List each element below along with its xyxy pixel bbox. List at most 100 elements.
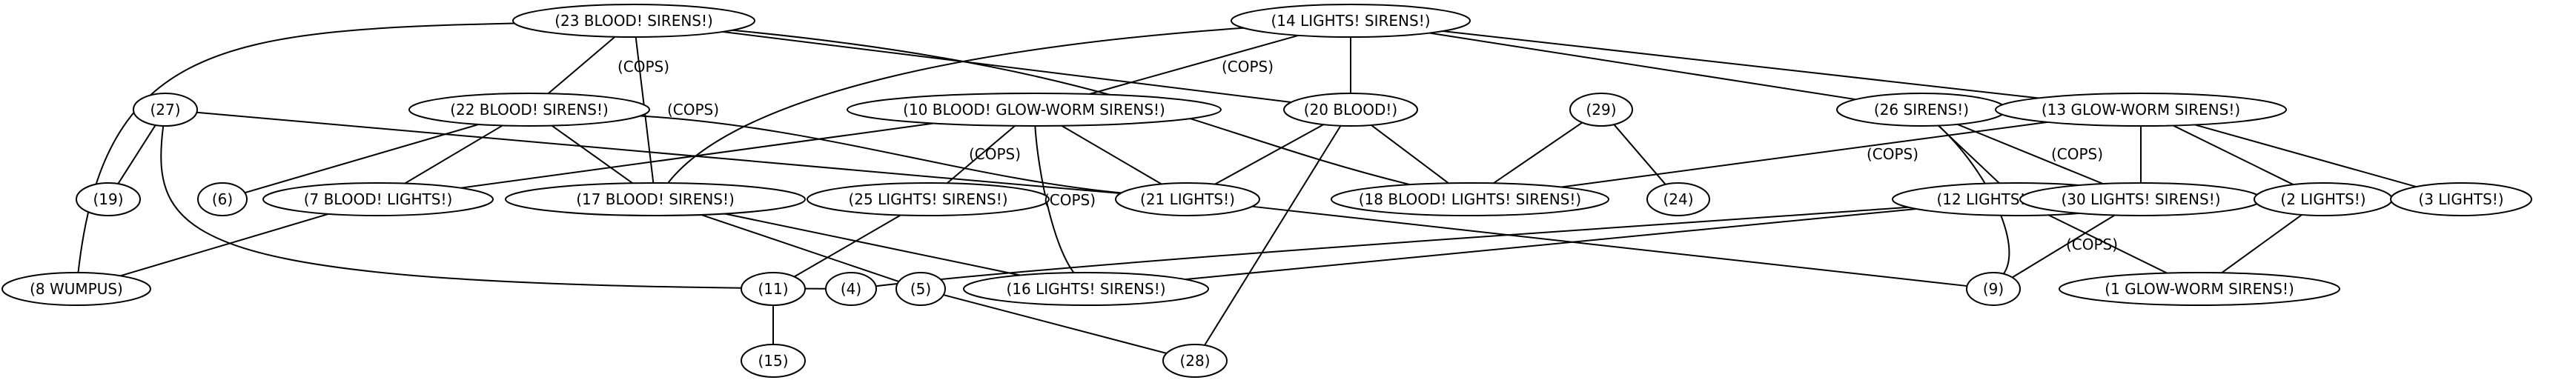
- node-label: (13 GLOW-WORM SIRENS!): [2042, 101, 2240, 119]
- node-label: (5): [910, 280, 931, 298]
- edge-21-9: [1251, 205, 1967, 287]
- node-24: (24): [1646, 182, 1710, 216]
- node-label: (6): [212, 190, 233, 208]
- node-ellipse: [262, 182, 494, 216]
- node-15: (15): [741, 344, 806, 378]
- edge-20-18: [1371, 124, 1449, 184]
- node-label: (20 BLOOD!): [1304, 101, 1397, 119]
- edge-2-1: [2221, 214, 2302, 274]
- edge-26-30: [1957, 123, 2104, 185]
- node-ellipse: [2059, 272, 2340, 306]
- edge-17-16: [724, 213, 1021, 276]
- edge-label-10-16: (COPS): [1044, 191, 1096, 209]
- node-28: (28): [1162, 344, 1228, 378]
- node-21: (21 LIGHTS!): [1115, 182, 1260, 216]
- node-label: (16 LIGHTS! SIRENS!): [1006, 280, 1165, 298]
- edge-23-20: [722, 30, 1291, 104]
- node-10: (10 BLOOD! GLOW-WORM SIRENS!): [847, 93, 1222, 127]
- node-ellipse: [512, 4, 755, 38]
- node-23: (23 BLOOD! SIRENS!): [512, 4, 755, 38]
- node-18: (18 BLOOD! LIGHTS! SIRENS!): [1331, 182, 1609, 216]
- edge-label-12-1: (COPS): [2066, 236, 2118, 253]
- edge-29-18: [1493, 121, 1583, 184]
- edge-13-3: [2194, 124, 2417, 188]
- node-19: (19): [76, 182, 141, 216]
- node-label: (14 LIGHTS! SIRENS!): [1271, 12, 1430, 30]
- edge-13-18: [1561, 121, 2048, 188]
- edge-label-23-22: (COPS): [617, 58, 669, 76]
- node-layer: (23 BLOOD! SIRENS!) (14 LIGHTS! SIRENS!) (…: [1, 4, 2532, 378]
- edge-label-10-25: (COPS): [969, 145, 1021, 163]
- edge-12-16: [1185, 207, 1917, 281]
- edge-23-8: [77, 22, 515, 273]
- node-ellipse: [963, 272, 1209, 306]
- node-ellipse: [1231, 4, 1471, 38]
- edge-17-5: [701, 213, 899, 282]
- node-label: (22 BLOOD! SIRENS!): [450, 101, 609, 119]
- edge-23-22: [547, 36, 616, 95]
- node-26: (26 SIRENS!): [1836, 93, 2007, 127]
- node-label: (8 WUMPUS): [30, 280, 123, 298]
- node-label: (15): [758, 352, 788, 370]
- node-label: (9): [1983, 280, 2004, 298]
- edge-20-28: [1204, 125, 1342, 346]
- node-label: (29): [1586, 101, 1616, 119]
- edge-22-17: [551, 124, 634, 184]
- node-label: (18 BLOOD! LIGHTS! SIRENS!): [1359, 190, 1582, 208]
- node-3: (3 LIGHTS!): [2390, 182, 2532, 216]
- edge-10-21: [1061, 124, 1162, 185]
- node-label: (2 LIGHTS!): [2280, 190, 2365, 208]
- node-ellipse: [847, 93, 1222, 127]
- edge-27-4: [160, 125, 827, 290]
- node-label: (7 BLOOD! LIGHTS!): [304, 190, 453, 208]
- node-ellipse: [741, 344, 806, 378]
- edge-30-9: [2012, 214, 2116, 279]
- node-label: (19): [93, 190, 123, 208]
- node-ellipse: [1646, 182, 1710, 216]
- edge-7-8: [120, 213, 329, 277]
- node-label: (28): [1179, 352, 1210, 370]
- edge-layer: [77, 22, 2417, 354]
- node-ellipse: [197, 182, 248, 216]
- edge-label-layer: (COPS)(COPS)(COPS)(COPS)(COPS)(COPS)(COP…: [617, 58, 2118, 253]
- node-ellipse: [895, 272, 946, 306]
- node-label: (24): [1663, 190, 1693, 208]
- node-25: (25 LIGHTS! SIRENS!): [807, 182, 1050, 216]
- node-ellipse: [505, 182, 806, 216]
- edge-14-10: [1089, 34, 1299, 95]
- node-11: (11): [741, 272, 806, 306]
- edge-label-14-10: (COPS): [1222, 58, 1274, 76]
- node-8: (8 WUMPUS): [1, 272, 151, 306]
- node-ellipse: [1569, 93, 1633, 127]
- node-20: (20 BLOOD!): [1283, 93, 1418, 127]
- node-ellipse: [2390, 182, 2532, 216]
- node-ellipse: [76, 182, 141, 216]
- edge-10-7: [460, 122, 934, 189]
- edge-22-6: [244, 123, 480, 194]
- node-label: (21 LIGHTS!): [1140, 190, 1235, 208]
- node-ellipse: [825, 272, 877, 306]
- node-ellipse: [1283, 93, 1418, 127]
- edge-22-7: [404, 124, 503, 184]
- node-29: (29): [1569, 93, 1633, 127]
- node-2: (2 LIGHTS!): [2254, 182, 2393, 216]
- node-1: (1 GLOW-WORM SIRENS!): [2059, 272, 2340, 306]
- edge-5-28: [943, 294, 1167, 354]
- node-17: (17 BLOOD! SIRENS!): [505, 182, 806, 216]
- node-ellipse: [1162, 344, 1228, 378]
- node-label: (10 BLOOD! GLOW-WORM SIRENS!): [903, 101, 1165, 119]
- edge-label-26-12: (COPS): [1867, 145, 1918, 163]
- edge-20-21: [1214, 124, 1324, 185]
- node-ellipse: [408, 93, 650, 127]
- node-label: (3 LIGHTS!): [2418, 190, 2503, 208]
- node-16: (16 LIGHTS! SIRENS!): [963, 272, 1209, 306]
- node-ellipse: [1, 272, 151, 306]
- edge-14-17: [667, 27, 1244, 184]
- node-label: (1 GLOW-WORM SIRENS!): [2105, 280, 2294, 298]
- node-9: (9): [1966, 272, 2021, 306]
- edge-25-11: [793, 214, 901, 278]
- node-14: (14 LIGHTS! SIRENS!): [1231, 4, 1471, 38]
- node-4: (4): [825, 272, 877, 306]
- edge-22-21: [640, 115, 1122, 194]
- node-ellipse: [1995, 93, 2287, 127]
